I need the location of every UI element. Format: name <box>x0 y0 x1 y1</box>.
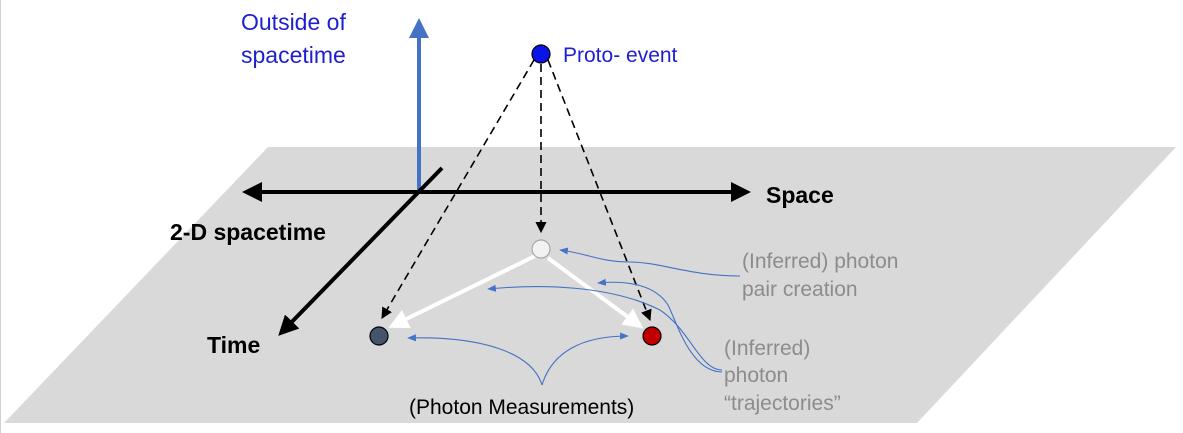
space-axis-label: Space <box>766 182 834 208</box>
outside-spacetime-label-line2: spacetime <box>241 42 346 68</box>
right-detector-node <box>642 326 662 346</box>
projection-line-left <box>381 59 535 319</box>
time-axis-label: Time <box>207 332 260 358</box>
photon-path-left <box>388 254 536 328</box>
spacetime-plane <box>4 147 1176 423</box>
time-axis <box>278 166 444 336</box>
projection-lines <box>381 59 652 322</box>
measurement-connector-left <box>407 334 543 386</box>
measurements-label: (Photon Measurements) <box>409 396 634 419</box>
frame-edge <box>0 0 1 433</box>
pair-creation-label-line1: (Inferred) photon <box>742 250 898 273</box>
annotation-connectors <box>407 247 741 386</box>
photon-path-right <box>546 256 644 329</box>
projection-line-right <box>547 59 652 322</box>
trajectories-label-line2: photon <box>724 364 788 387</box>
trajectory-connector-left <box>487 284 723 371</box>
left-detector-node <box>369 326 389 346</box>
photon-paths <box>388 254 644 329</box>
proto-event-node <box>531 44 551 64</box>
trajectories-label-line1: (Inferred) <box>724 337 810 360</box>
pair-creation-node <box>531 239 551 259</box>
trajectories-label-line3: “trajectories” <box>724 392 841 415</box>
pair-creation-connector <box>559 247 741 277</box>
measurement-connector-right <box>541 332 629 386</box>
proto-event-label: Proto- event <box>563 44 678 67</box>
pair-creation-label-line2: pair creation <box>742 278 858 301</box>
spacetime-2d-label: 2-D spacetime <box>170 219 326 245</box>
outside-spacetime-label-line1: Outside of <box>241 9 346 35</box>
trajectory-connector-right <box>597 278 723 373</box>
